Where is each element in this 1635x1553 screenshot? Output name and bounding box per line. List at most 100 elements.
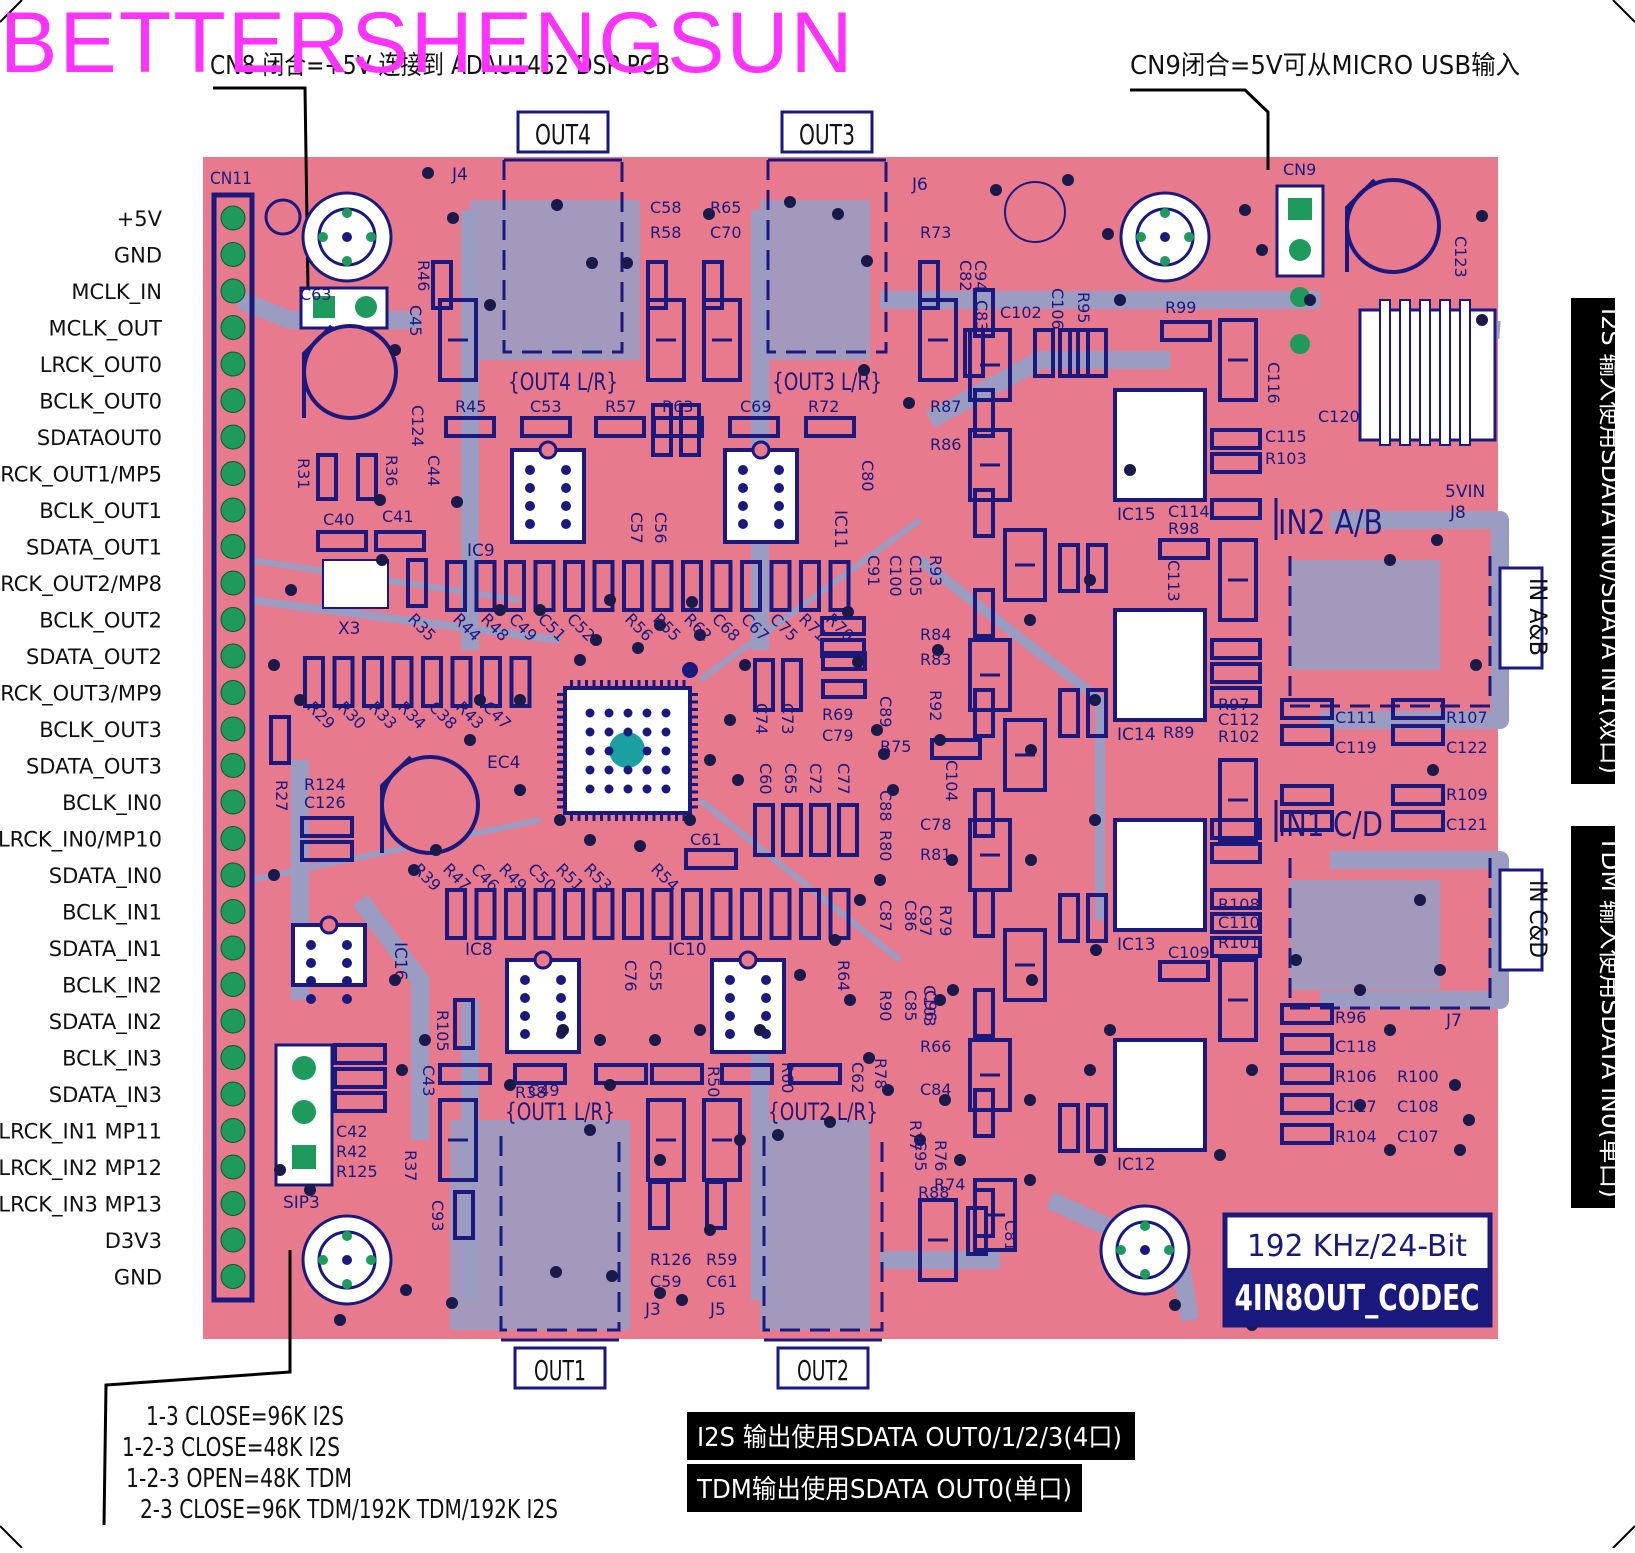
watermark: BETTERSHENGSUN (0, 0, 855, 91)
ref-designator: C121 (1446, 815, 1488, 834)
via (604, 1079, 616, 1091)
via (852, 656, 864, 668)
passive-component (374, 530, 426, 552)
mounting-hole-via (342, 256, 352, 266)
header-pin-pad (220, 716, 246, 742)
copper-trace (925, 351, 1170, 428)
sip3-pad (292, 1145, 316, 1169)
passive-component (820, 616, 866, 636)
ref-designator: C80 (858, 460, 877, 492)
codec-pin (557, 805, 565, 809)
ref-designator: R95 (1074, 292, 1093, 323)
via (739, 659, 751, 671)
passive-component (563, 888, 585, 940)
jack-in-cd-tab (1498, 868, 1544, 972)
opamp-ic11-pin (738, 501, 748, 511)
codec-pin (577, 680, 581, 688)
jumper-note: 1-2-3 OPEN=48K TDM (126, 1464, 352, 1494)
via (464, 734, 476, 746)
copper-plane (760, 1120, 870, 1330)
passive-component (1210, 936, 1262, 958)
ref-designator: R59 (706, 1250, 737, 1269)
header-pin-pad (220, 242, 246, 267)
via (268, 659, 280, 671)
via (584, 834, 596, 846)
mounting-hole-via (1140, 1269, 1150, 1279)
copper-trace (249, 817, 541, 883)
via (574, 654, 586, 666)
passive-component (1210, 638, 1262, 660)
passive-component (333, 1043, 387, 1065)
codec-pin (637, 680, 641, 688)
jack-ref-j7: J7 (1445, 1011, 1462, 1031)
via (1084, 1064, 1096, 1076)
header-pin-label: LRCK_IN3 MP13 (0, 1193, 162, 1218)
passive-component (1210, 686, 1262, 708)
passive-component (1280, 784, 1334, 806)
header-pin-pad (220, 424, 246, 450)
passive-component (973, 1188, 995, 1238)
header-pin-label: LRCK_OUT3/MP9 (0, 682, 162, 707)
header-pin-label: LRCK_OUT1/MP5 (0, 463, 162, 488)
codec-pin (667, 680, 671, 688)
via (400, 1284, 412, 1296)
via (1384, 1144, 1396, 1156)
via (274, 1164, 286, 1176)
ref-designator: C70 (710, 223, 742, 242)
ref-designator: C82 (956, 260, 975, 292)
ref-designator: C74 (752, 703, 771, 735)
via (734, 1134, 746, 1146)
jack-out4-lr: {OUT4 L/R} (508, 368, 618, 396)
passive-component (406, 558, 428, 608)
via (1025, 854, 1037, 866)
opamp-ic11-pin (774, 483, 784, 493)
codec-pin (652, 680, 656, 688)
ref-designator: C53 (530, 397, 562, 416)
via (863, 1052, 875, 1064)
passive-component (740, 560, 762, 612)
ref-designator: R108 (1218, 895, 1260, 914)
ref-designator: R77 (906, 1120, 925, 1151)
passive-component (391, 656, 414, 708)
passive-component (269, 715, 291, 765)
via (586, 257, 598, 269)
header-pin-label: SDATAOUT0 (37, 426, 162, 450)
ic12 (1113, 1038, 1207, 1152)
tantalum-cap (1218, 538, 1258, 622)
passive-component (1086, 543, 1108, 593)
passive-component (710, 560, 733, 612)
via (430, 844, 442, 856)
opamp-ic8-pin (520, 1011, 530, 1021)
via (1246, 1064, 1258, 1076)
header-pin-pad (220, 899, 246, 924)
passive-component (820, 638, 866, 658)
via (858, 364, 870, 376)
ref-designator: R100 (1397, 1067, 1439, 1086)
codec-via (642, 765, 652, 775)
tantalum-cap (702, 298, 742, 382)
ic15 (1113, 388, 1207, 502)
codec-pin (690, 693, 698, 696)
via (1090, 944, 1102, 956)
via (294, 694, 306, 706)
corner-mark (1612, 0, 1635, 23)
passive-component (728, 416, 780, 438)
passive-component (918, 260, 940, 310)
passive-component (453, 998, 475, 1050)
codec-pin (607, 813, 611, 821)
via (1169, 1299, 1181, 1311)
via (946, 854, 958, 866)
passive-component (594, 1063, 648, 1085)
ref-designator: R90 (876, 990, 895, 1021)
ic16-pin (306, 958, 316, 968)
passive-component (1058, 893, 1080, 943)
codec-pin (557, 745, 565, 749)
opamp-ic11-pin (774, 501, 784, 511)
ref-designator: C119 (1335, 738, 1377, 757)
passive-component (1086, 328, 1108, 378)
via (1102, 228, 1114, 240)
passive-component (1058, 328, 1080, 378)
ref-designator: R31 (294, 458, 313, 489)
ref-designator: C87 (876, 900, 895, 932)
codec-pin (557, 723, 565, 726)
